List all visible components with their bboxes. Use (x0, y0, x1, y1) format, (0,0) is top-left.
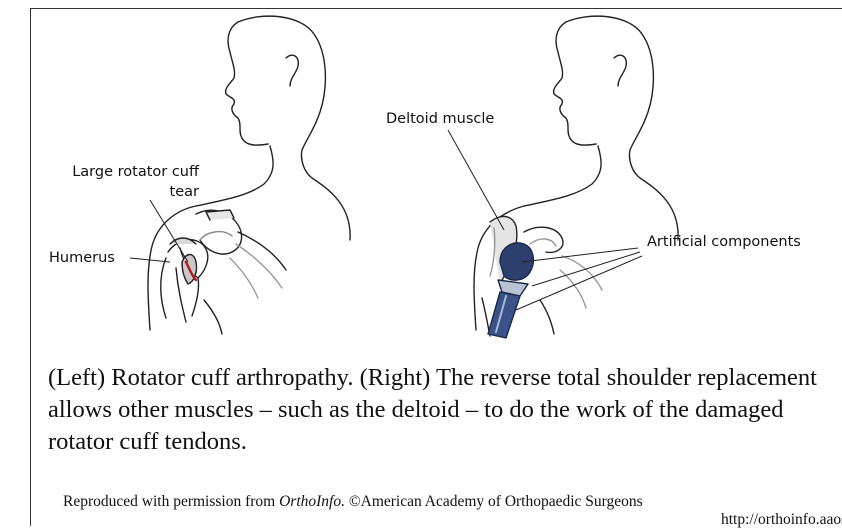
right-ear (614, 55, 626, 86)
right-implant (488, 243, 533, 338)
right-face-outline (554, 22, 596, 145)
humerus-label: Humerus (49, 249, 115, 268)
component-leader-line-2 (532, 252, 640, 286)
credit-source: OrthoInfo. (279, 493, 345, 510)
left-ear (286, 55, 298, 86)
component-leader-line-1 (522, 248, 638, 262)
credit-suffix: ©American Academy of Orthopaedic Surgeon… (345, 493, 643, 510)
components-label: Artificial components (647, 233, 801, 252)
credit-url: http://orthoinfo.aaos.org (721, 511, 842, 529)
deltoid-leader-line (448, 130, 504, 230)
credit-line: Reproduced with permission from OrthoInf… (63, 493, 643, 511)
left-face-outline (226, 22, 268, 145)
tear-leader-line (150, 200, 188, 262)
right-head-outline (566, 16, 678, 240)
left-shoulder-anatomy (161, 210, 286, 334)
figure-caption: (Left) Rotator cuff arthropathy. (Right)… (48, 362, 838, 458)
deltoid-label: Deltoid muscle (386, 110, 494, 129)
credit-prefix: Reproduced with permission from (63, 493, 279, 510)
left-head-outline (238, 16, 350, 240)
tear-label: Large rotator cuff tear (64, 162, 199, 202)
